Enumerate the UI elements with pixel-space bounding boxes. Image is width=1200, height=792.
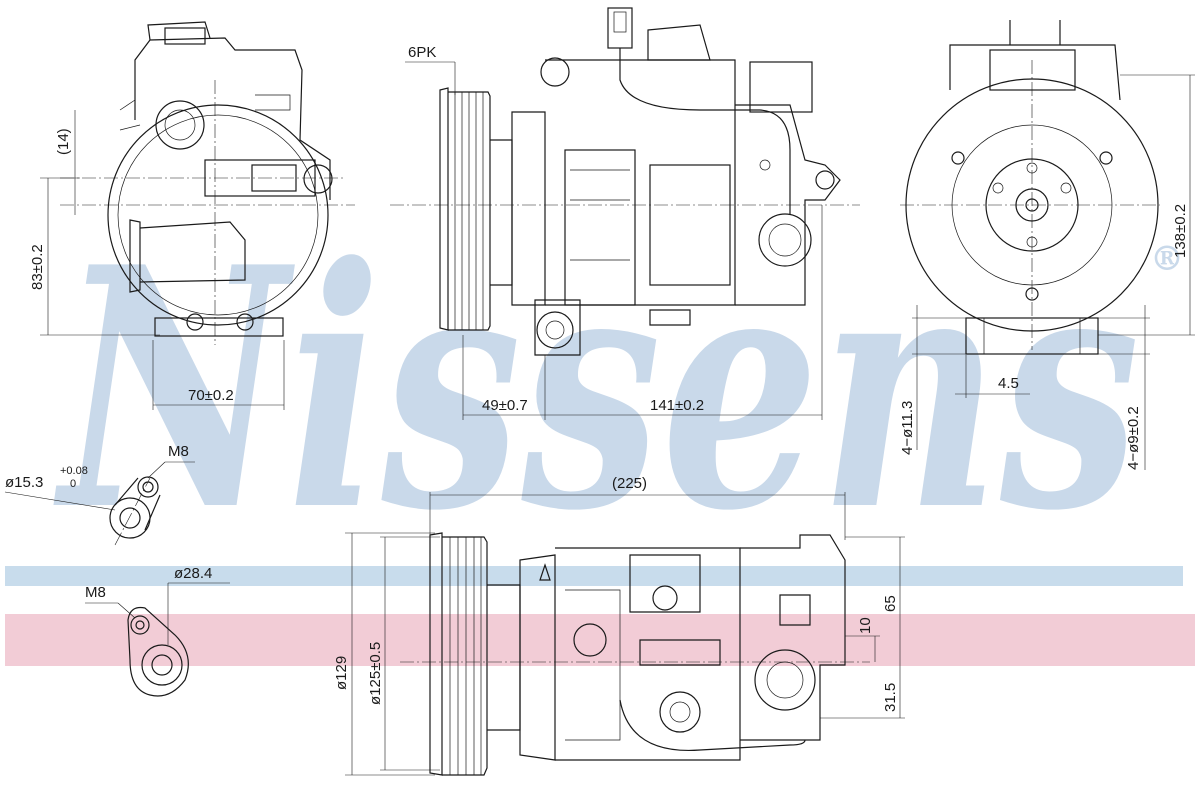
bottom-view [400, 532, 870, 776]
dim-113-label: 4−ø11.3 [899, 401, 916, 455]
dim-83-label: 83±0.2 [29, 244, 46, 290]
port1-tol-upper: +0.08 [60, 465, 88, 477]
dim-315-label: 31.5 [882, 683, 899, 712]
dim-125-label: ø125±0.5 [367, 642, 384, 705]
front-view-middle [390, 7, 860, 356]
dim-9-label: 4−ø9±0.2 [1125, 406, 1142, 470]
red-band [5, 614, 1195, 666]
dim-225-label: (225) [612, 475, 647, 492]
dim-129-label: ø129 [333, 656, 350, 690]
dim-141-label: 141±0.2 [650, 397, 704, 414]
dim-10-label: 10 [857, 617, 874, 634]
dim-138-label: 138±0.2 [1172, 204, 1189, 258]
belt-6pk-label: 6PK [408, 44, 436, 61]
dims-view-bottom: (225) ø129 ø125±0.5 65 10 31.5 [333, 475, 905, 776]
dims-view-middle: 6PK 49±0.7 141±0.2 [405, 44, 823, 420]
port1-thread-label: M8 [168, 443, 189, 460]
dim-45-label: 4.5 [998, 375, 1019, 392]
rear-view-right [900, 20, 1160, 355]
port-detail-1: M8 ø15.3 +0.08 0 [4, 443, 195, 546]
dim-70-label: 70±0.2 [188, 387, 234, 404]
port2-dia-label: ø28.4 [174, 565, 212, 582]
dim-65-label: 65 [882, 595, 899, 612]
blue-band [5, 566, 1183, 586]
registered-mark: ® [1150, 239, 1184, 279]
dim-14-label: (14) [55, 128, 72, 155]
port-detail-2: M8 ø28.4 [85, 565, 230, 697]
dim-49-label: 49±0.7 [482, 397, 528, 414]
port2-thread-label: M8 [85, 584, 106, 601]
dims-view-left: (14) 83±0.2 70±0.2 [29, 110, 285, 410]
port1-dia-label: ø15.3 [5, 474, 43, 491]
dims-view-right: 138±0.2 4−ø11.3 4.5 4−ø9±0.2 [899, 74, 1195, 470]
side-view-left [60, 21, 355, 345]
port1-tol-lower: 0 [70, 478, 76, 490]
